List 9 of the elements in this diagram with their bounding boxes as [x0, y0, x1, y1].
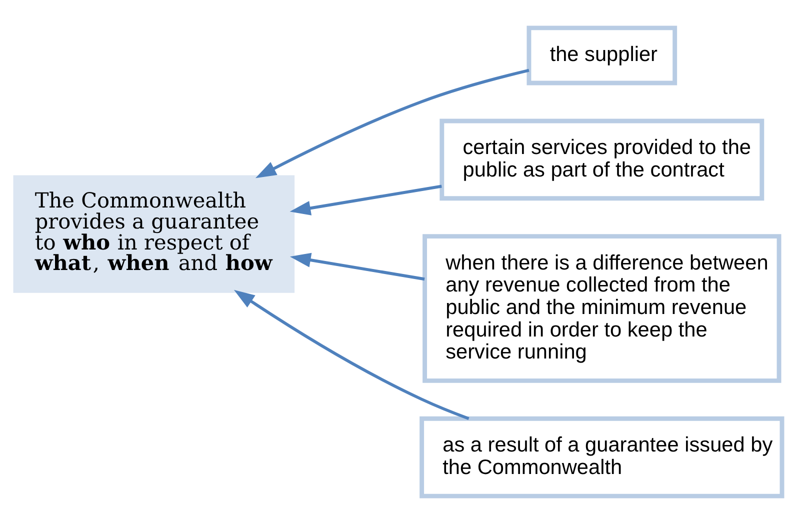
arrow [234, 290, 470, 420]
arrow [290, 252, 425, 281]
node-box: the supplier [526, 26, 678, 86]
arrow [255, 68, 530, 178]
node-box: certain services provided to the public as part of the contract [440, 118, 764, 201]
node-box: The Commonwealth provides a guarantee to who in respect of what, when and how [13, 175, 295, 293]
node-box: as a result of a guarantee issued by the Commonwealth [420, 416, 784, 498]
node-box: when there is a difference between any revenue collected from the public and the minimum revenue required in order to keep the service running [422, 234, 782, 383]
arrow [290, 184, 442, 216]
